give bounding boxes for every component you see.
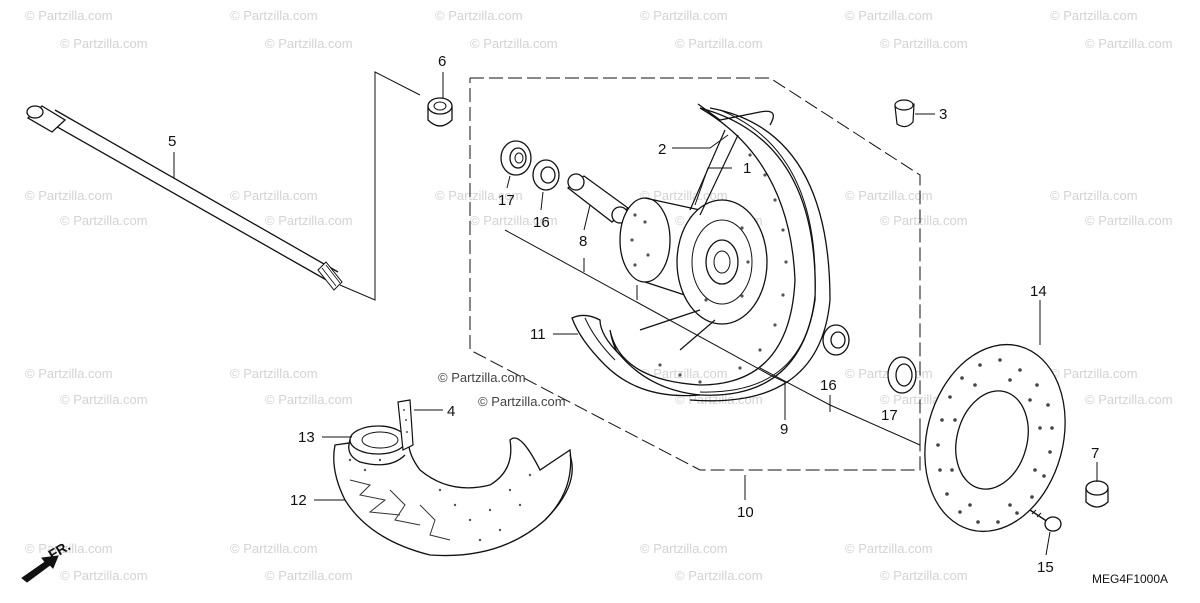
callout-8: 8 [579,233,587,250]
watermark: © Partzilla.com [845,188,933,203]
rim-strip-part [571,314,701,397]
callout-16a: 16 [533,214,550,231]
watermark: © Partzilla.com [470,36,558,51]
leader-line-16a [540,191,544,211]
watermark: © Partzilla.com [230,8,318,23]
watermark: © Partzilla.com [1085,36,1173,51]
bearing-part [822,324,850,356]
watermark: © Partzilla.com [1085,392,1173,407]
watermark: © Partzilla.com [675,568,763,583]
watermark: © Partzilla.com [435,8,523,23]
diagram-code: MEG4F1000A [1092,572,1168,586]
callout-11: 11 [530,326,546,343]
callout-13: 13 [298,429,315,446]
bearing-part [532,159,560,191]
assembly-boundary [469,77,921,471]
callout-6: 6 [438,53,446,70]
watermark: © Partzilla.com [1050,366,1138,381]
watermark: © Partzilla.com [880,36,968,51]
watermark: © Partzilla.com [640,541,728,556]
callout-labels: 1 2 3 4 5 6 7 8 9 10 11 12 13 14 15 16 1… [168,53,1099,576]
watermark: © Partzilla.com [60,392,148,407]
watermark: © Partzilla.com [230,541,318,556]
distance-collar-part [566,173,630,224]
tire-part [333,434,573,557]
callout-3: 3 [939,106,947,123]
watermark: © Partzilla.com [435,188,523,203]
callout-16b: 16 [820,377,837,394]
callout-7: 7 [1091,445,1099,462]
leader-line-2 [672,134,729,149]
watermark: © Partzilla.com [640,366,728,381]
watermark-layer: © Partzilla.com © Partzilla.com © Partzi… [25,8,1173,583]
leader-line-1 [694,167,732,206]
watermark: © Partzilla.com [265,568,353,583]
watermark: © Partzilla.com [1050,8,1138,23]
watermark: © Partzilla.com [25,541,113,556]
watermark: © Partzilla.com [230,366,318,381]
watermark: © Partzilla.com [675,36,763,51]
leader-line-8 [583,204,591,231]
callout-4: 4 [447,403,455,420]
callout-12: 12 [290,492,307,509]
collar-part [427,97,453,127]
watermark: © Partzilla.com [845,8,933,23]
leader-line-15 [1045,531,1051,556]
leader-lines [173,72,1098,556]
disc-collar-part [1085,480,1109,508]
disc-bolt-part [1029,509,1062,532]
dust-seal-part [887,356,917,394]
watermark: © Partzilla.com [60,36,148,51]
watermark: © Partzilla.com [880,568,968,583]
leader-line-9 [504,229,786,420]
callout-10: 10 [737,504,754,521]
watermark: © Partzilla.com [265,213,353,228]
watermark: © Partzilla.com [640,188,728,203]
callout-1: 1 [743,160,751,177]
watermark: © Partzilla.com [25,188,113,203]
watermark: © Partzilla.com [60,568,148,583]
copyright-label: © Partzilla.com [438,370,526,385]
watermark: © Partzilla.com [25,366,113,381]
watermark: © Partzilla.com [1085,213,1173,228]
watermark: © Partzilla.com [60,213,148,228]
callout-5: 5 [168,133,176,150]
watermark: © Partzilla.com [1050,188,1138,203]
valve-cap-part [894,99,915,128]
watermark: © Partzilla.com [265,36,353,51]
watermark: © Partzilla.com [25,8,113,23]
dust-seal-part [500,140,532,176]
axle-bracket-line [339,71,421,301]
callout-17b: 17 [881,407,898,424]
axle-part [26,105,343,291]
brake-disc-part [924,343,1066,533]
callout-9: 9 [780,421,788,438]
callout-15: 15 [1037,559,1054,576]
copyright-label-2: © Partzilla.com [478,394,566,409]
rim-band-part [397,399,414,451]
watermark: © Partzilla.com [265,392,353,407]
watermark: © Partzilla.com [880,213,968,228]
callout-14: 14 [1030,283,1047,300]
wheel-part [609,103,831,402]
callout-17a: 17 [498,192,515,209]
watermark: © Partzilla.com [640,8,728,23]
leader-line-17a [506,175,511,189]
watermark: © Partzilla.com [230,188,318,203]
callout-2: 2 [658,141,666,158]
watermark: © Partzilla.com [470,213,558,228]
watermark: © Partzilla.com [845,541,933,556]
